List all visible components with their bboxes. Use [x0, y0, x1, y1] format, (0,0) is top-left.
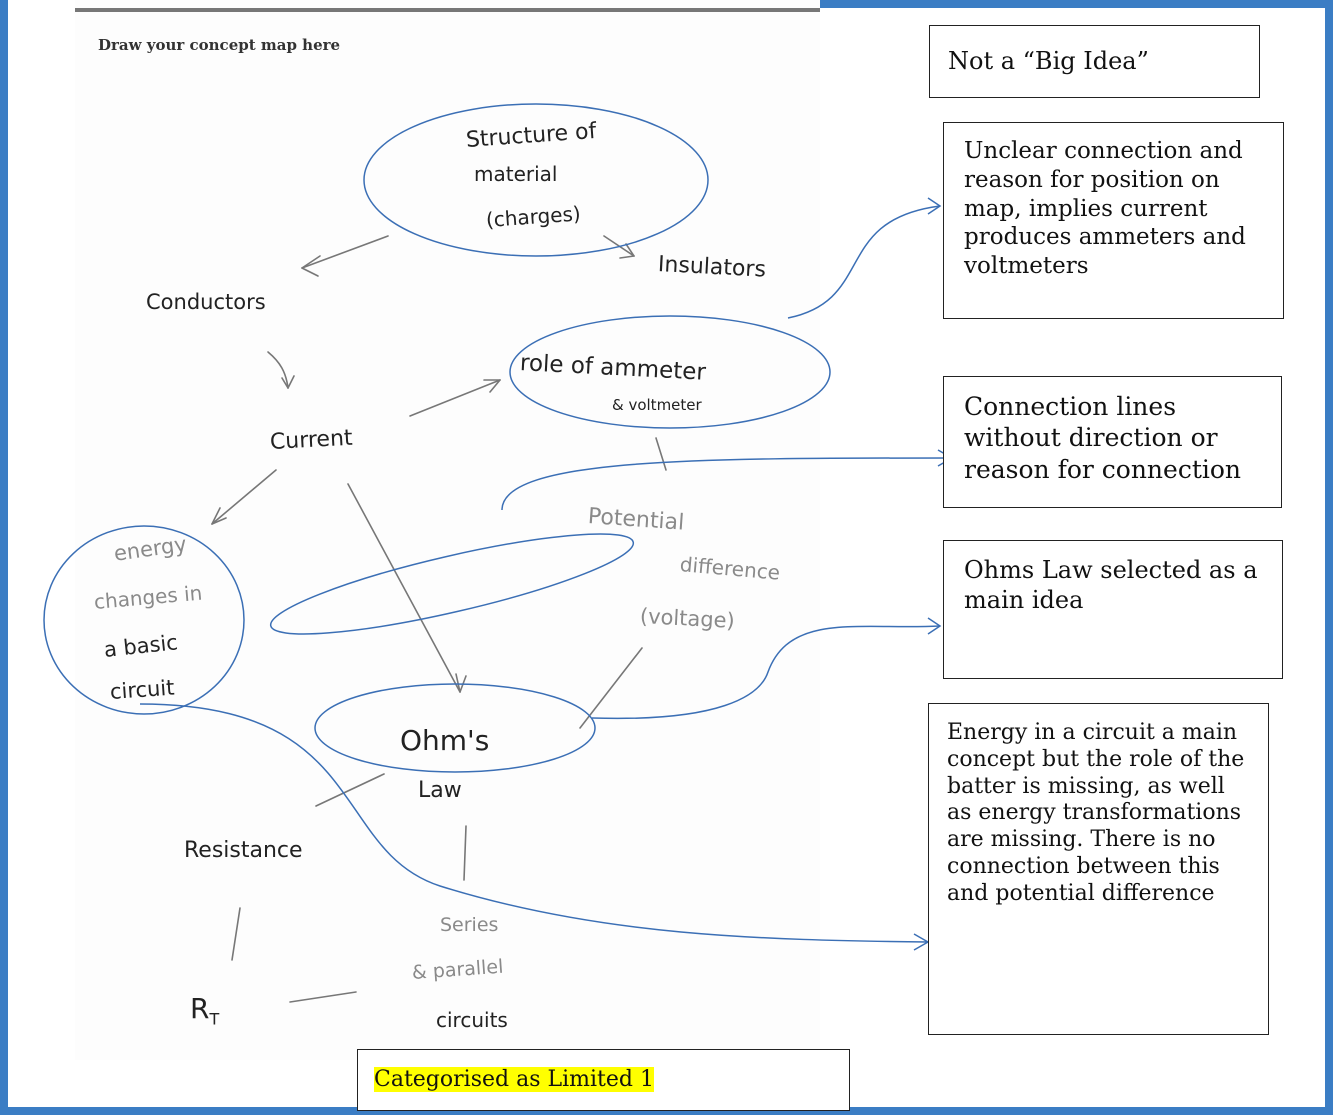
node-structure-line2: material — [474, 162, 558, 186]
scan-top-edge — [75, 8, 820, 12]
note-unclear-connection: Unclear connection and reason for positi… — [943, 122, 1284, 319]
line-ohms-resistance — [315, 773, 385, 807]
node-ohms-line2: Law — [418, 778, 462, 803]
line-ammeter-potential — [655, 437, 667, 471]
node-rt: RT — [190, 992, 219, 1029]
line-ohms-series — [463, 825, 467, 881]
circle-energy — [43, 525, 245, 715]
node-role-line2: & voltmeter — [612, 396, 702, 414]
node-resistance: Resistance — [184, 838, 303, 863]
node-series-line3: circuits — [436, 1008, 508, 1032]
line-resistance-rt — [231, 907, 241, 961]
line-rt-series — [289, 991, 357, 1003]
node-rt-subscript: T — [209, 1009, 220, 1029]
node-series-line1: Series — [440, 914, 499, 936]
arrow-conductors-current — [267, 351, 289, 389]
note-connection-lines: Connection lines without direction or re… — [943, 376, 1282, 508]
ellipse-connection-lines — [269, 533, 635, 635]
line-potential-ohms — [579, 647, 643, 729]
arrow-to-ohms-main — [591, 625, 941, 720]
note-category: Categorised as Limited 1 — [357, 1049, 850, 1111]
note-energy-missing: Energy in a circuit a main concept but t… — [928, 703, 1269, 1035]
arrow-current-energy — [211, 469, 277, 525]
note-not-big-idea: Not a “Big Idea” — [929, 25, 1260, 98]
circle-ammeter — [509, 315, 831, 429]
circle-ohms — [314, 683, 596, 773]
node-ohms-line1: Ohm's — [400, 724, 490, 757]
arrow-structure-conductors — [301, 235, 389, 269]
note-ohms-main-idea: Ohms Law selected as a main idea — [943, 540, 1283, 679]
blue-frame-top — [820, 0, 1333, 8]
arrow-current-ohms — [347, 483, 461, 693]
arrow-to-unclear — [787, 205, 941, 319]
arrow-to-connection-lines — [501, 457, 953, 511]
circle-structure — [363, 103, 709, 257]
node-rt-letter: R — [190, 992, 210, 1025]
worksheet-heading: Draw your concept map here — [98, 36, 341, 54]
node-conductors: Conductors — [146, 290, 266, 314]
scanned-worksheet — [75, 0, 820, 1060]
arrow-current-ammeter — [409, 379, 501, 417]
category-highlight: Categorised as Limited 1 — [374, 1067, 654, 1092]
arrow-to-energy — [139, 703, 929, 943]
